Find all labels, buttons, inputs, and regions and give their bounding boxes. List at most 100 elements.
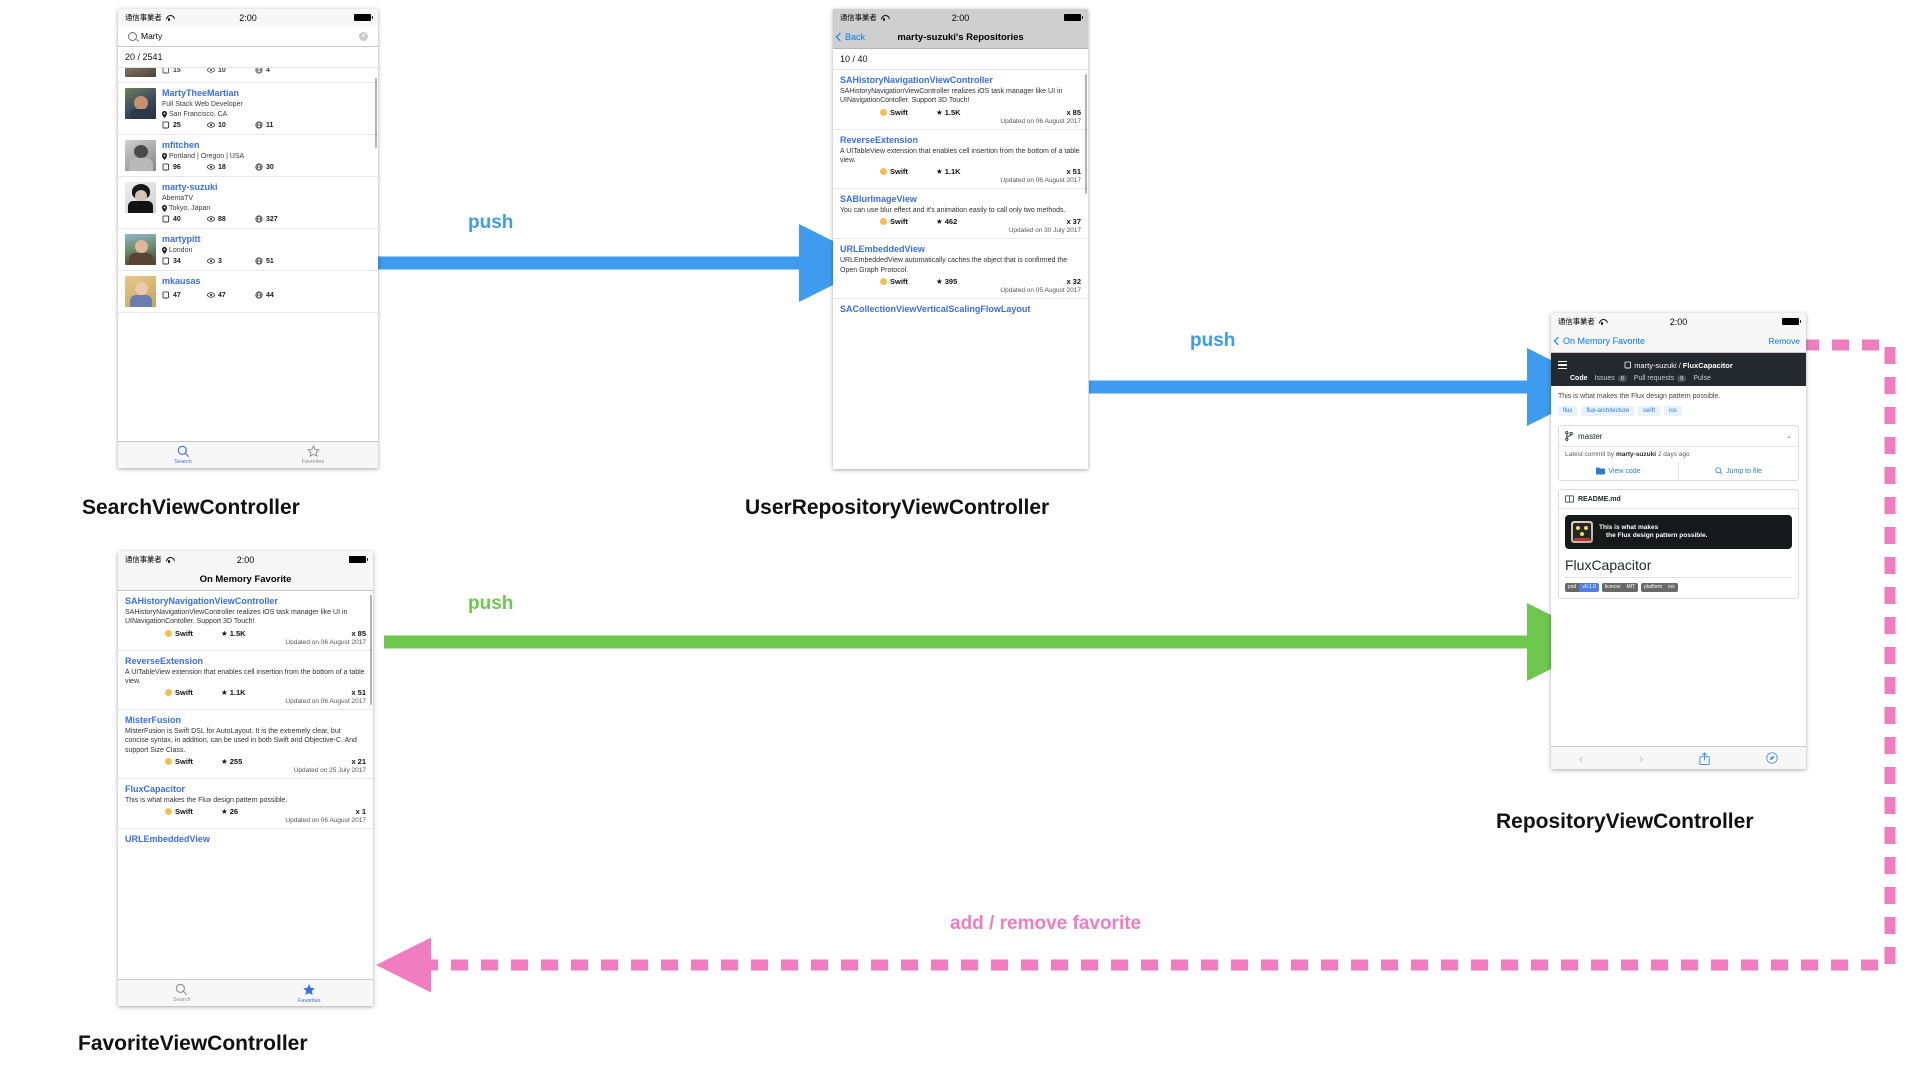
banner-text: This is what makes the Flux design patte… xyxy=(1599,523,1708,540)
repo-updated: Updated on 06 August 2017 xyxy=(285,698,366,706)
github-content[interactable]: This is what makes the Flux design patte… xyxy=(1551,386,1806,746)
list-item[interactable]: URLEmbeddedView URLEmbeddedView automati… xyxy=(833,239,1088,300)
repo-name[interactable]: URLEmbeddedView xyxy=(840,244,925,255)
commit-author[interactable]: marty-suzuki xyxy=(1615,451,1657,458)
tab-search[interactable]: Search xyxy=(118,980,246,1006)
search-bar[interactable]: Marty ✕ xyxy=(118,26,378,47)
hamburger-icon[interactable] xyxy=(1558,360,1567,370)
repo-name[interactable]: FluxCapacitor xyxy=(125,784,186,795)
tab-code[interactable]: Code xyxy=(1570,375,1588,382)
arrow-label-push-1: push xyxy=(468,212,514,233)
scrollbar[interactable] xyxy=(370,595,372,705)
repo-name[interactable]: SAHistoryNavigationViewController xyxy=(840,75,993,85)
user-name[interactable]: martypitt xyxy=(162,234,201,244)
topic-tag[interactable]: ios xyxy=(1664,406,1682,416)
tab-favorites[interactable]: Favorites xyxy=(248,442,378,468)
follower-count: 3 xyxy=(207,257,255,265)
language-color-dot xyxy=(880,218,887,226)
topic-tag[interactable]: flux-architecture xyxy=(1581,406,1635,416)
tab-bar: Search Favorites xyxy=(118,979,373,1006)
favorite-repository-list[interactable]: SAHistoryNavigationViewController SAHist… xyxy=(118,591,373,979)
search-input[interactable]: Marty ✕ xyxy=(124,29,372,43)
list-item[interactable]: SAHistoryNavigationViewController SAHist… xyxy=(118,591,373,651)
repo-icon xyxy=(162,215,169,223)
scrollbar[interactable] xyxy=(375,78,377,148)
topic-tag[interactable]: swift xyxy=(1638,406,1661,416)
topic-tag[interactable]: flux xyxy=(1558,406,1578,416)
repo-name[interactable]: SABlurImageView xyxy=(840,194,917,205)
user-name[interactable]: mkausas xyxy=(162,276,201,286)
repo-name[interactable]: FluxCapacitor xyxy=(1682,360,1733,370)
repo-description: You can use blur effect and it's animati… xyxy=(840,207,1066,215)
scrollbar[interactable] xyxy=(1085,74,1087,194)
chevron-left-icon[interactable]: ‹ xyxy=(1578,750,1584,766)
pull-requests-count: 0 xyxy=(1677,375,1687,382)
safari-icon[interactable] xyxy=(1766,752,1778,764)
remove-favorite-button[interactable]: Remove xyxy=(1768,336,1800,346)
repo-name[interactable]: MisterFusion xyxy=(125,715,182,726)
eye-icon xyxy=(207,216,215,222)
repository-list[interactable]: SAHistoryNavigationViewController SAHist… xyxy=(833,70,1088,469)
star-icon: ★ xyxy=(221,807,228,817)
globe-icon xyxy=(255,257,263,265)
repo-name[interactable]: URLEmbeddedView xyxy=(125,834,210,845)
list-item[interactable]: marty-suzuki AbemaTV Tokyo, Japan 40 88 … xyxy=(118,177,378,229)
list-item[interactable]: mfitchen Portland | Oregon | USA 96 18 3… xyxy=(118,135,378,177)
tab-search[interactable]: Search xyxy=(118,442,248,468)
issues-count: 0 xyxy=(1617,375,1627,382)
list-item[interactable]: FluxCapacitor This is what makes the Flu… xyxy=(118,779,373,830)
repo-name[interactable]: SACollectionViewVerticalScalingFlowLayou… xyxy=(840,304,1031,315)
list-item[interactable]: 15 10 4 xyxy=(118,68,378,83)
jump-to-file-button[interactable]: Jump to file xyxy=(1679,462,1798,480)
user-name[interactable]: MartyTheeMartian xyxy=(162,88,240,98)
list-item[interactable]: MartyTheeMartian Full Stack Web Develope… xyxy=(118,83,378,135)
list-item[interactable]: SABlurImageView You can use blur effect … xyxy=(833,189,1088,240)
user-name[interactable]: mfitchen xyxy=(162,140,200,150)
list-item[interactable]: martypitt London 34 3 51 xyxy=(118,229,378,271)
share-icon[interactable] xyxy=(1699,751,1710,765)
list-item[interactable]: SAHistoryNavigationViewController SAHist… xyxy=(833,70,1088,130)
branch-selector[interactable]: master ⌄ xyxy=(1559,426,1798,447)
caption-user-repository-view-controller: UserRepositoryViewController xyxy=(745,496,1050,519)
tab-pulse[interactable]: Pulse xyxy=(1693,375,1711,382)
user-list[interactable]: 15 10 4 MartyTheeMartian Full Stack Web … xyxy=(118,68,378,441)
user-name[interactable]: marty-suzuki xyxy=(162,182,218,192)
view-code-button[interactable]: View code xyxy=(1559,462,1679,480)
caption-favorite-view-controller: FavoriteViewController xyxy=(78,1032,308,1055)
list-item[interactable]: SACollectionViewVerticalScalingFlowLayou… xyxy=(833,299,1088,319)
repo-name[interactable]: ReverseExtension xyxy=(840,134,919,145)
list-item[interactable]: mkausas 47 47 44 xyxy=(118,271,378,313)
chevron-right-icon[interactable]: › xyxy=(1639,750,1644,766)
clock-label: 2:00 xyxy=(236,554,255,565)
favorite-view-controller-phone: 通信事業者 2:00 On Memory Favorite SAHistoryN… xyxy=(118,551,373,1006)
user-bio: Full Stack Web Developer xyxy=(162,101,243,108)
list-item[interactable]: URLEmbeddedView xyxy=(118,829,373,849)
repo-stars: ★255 xyxy=(221,757,243,767)
avatar xyxy=(125,68,156,77)
list-item[interactable]: ReverseExtension A UITableView extension… xyxy=(118,651,373,711)
user-stats: 34 3 51 xyxy=(162,257,371,265)
user-location: San Francisco, CA xyxy=(162,110,371,119)
repo-name[interactable]: ReverseExtension xyxy=(125,655,204,666)
back-button[interactable]: Back xyxy=(835,32,865,42)
list-item[interactable]: MisterFusion MisterFusion is Swift DSL f… xyxy=(118,710,373,780)
repo-owner[interactable]: marty-suzuki xyxy=(1634,360,1677,370)
list-item[interactable]: ReverseExtension A UITableView extension… xyxy=(833,130,1088,190)
back-button[interactable]: On Memory Favorite xyxy=(1553,336,1645,346)
language-color-dot xyxy=(165,758,172,766)
battery-icon xyxy=(1782,318,1801,325)
tab-favorites[interactable]: Favorites xyxy=(246,980,374,1006)
repo-count: 25 xyxy=(162,121,207,129)
location-pin-icon xyxy=(162,153,167,160)
clear-icon[interactable]: ✕ xyxy=(359,31,368,41)
repo-name[interactable]: SAHistoryNavigationViewController xyxy=(125,596,278,606)
language-color-dot xyxy=(880,168,887,176)
result-count-label: 10 / 40 xyxy=(840,54,868,64)
